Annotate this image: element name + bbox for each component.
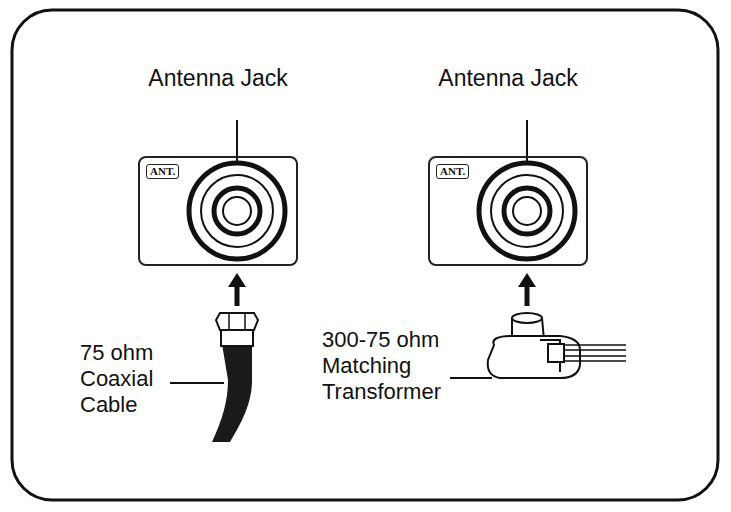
jack-heading: Antenna Jack [120,66,316,90]
jack-panel: Antenna JackANT. [138,156,298,266]
coaxial-cable [212,313,258,442]
part-label: 300-75 ohm Matching Transformer [322,327,450,405]
part-label: 75 ohm Coaxial Cable [80,340,172,418]
outer-frame [12,10,718,500]
leader-line [450,377,492,379]
matching-transformer [488,313,626,378]
jack-right [479,163,575,259]
panel-tag: ANT. [436,164,469,179]
panel-tag: ANT. [146,164,179,179]
leader-line [170,382,224,384]
insert-arrow [228,273,536,306]
jack-left [189,163,285,259]
jack-panel: Antenna JackANT. [428,156,588,266]
jack-heading: Antenna Jack [410,66,606,90]
